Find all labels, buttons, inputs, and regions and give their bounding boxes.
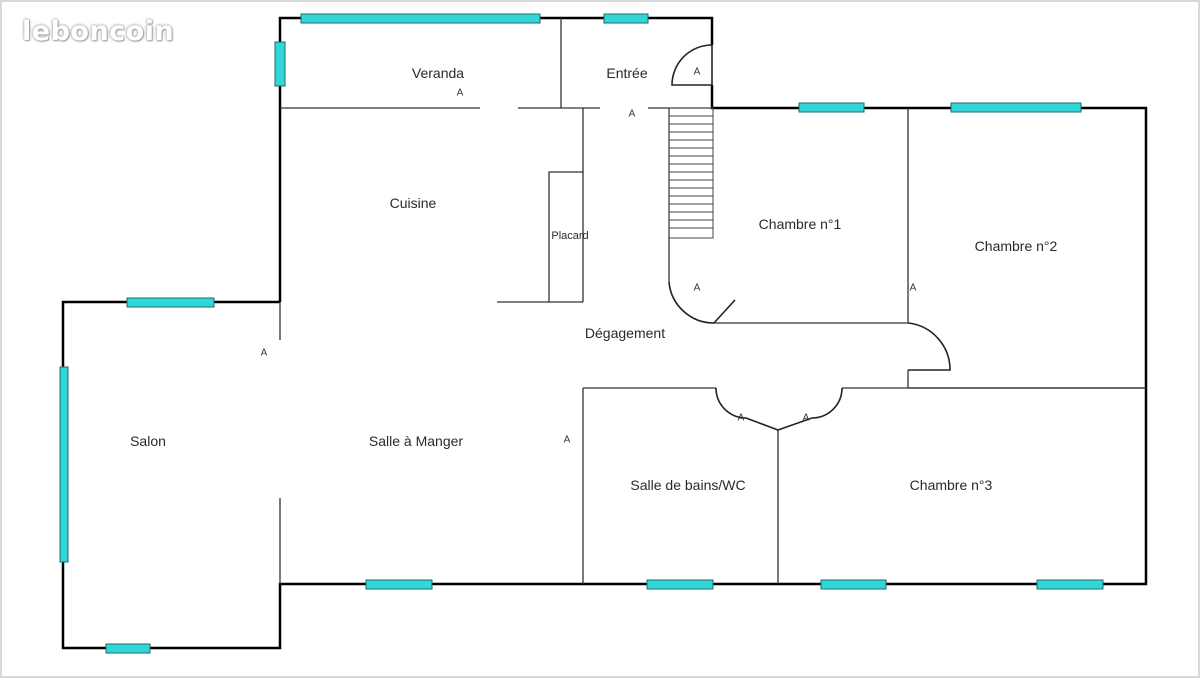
- room-label-salon: Salon: [130, 433, 166, 449]
- chambre1-door-swing: [668, 281, 715, 324]
- window-entree-top: [603, 13, 649, 24]
- door-marker-chambre2: A: [909, 282, 917, 294]
- room-label-salle-a-manger: Salle à Manger: [368, 433, 464, 449]
- chambre3-door-swing: [777, 387, 843, 431]
- door-marker-bathroom: A: [737, 412, 745, 424]
- leboncoin-logo: leboncoin: [22, 16, 175, 47]
- room-label-chambre2: Chambre n°2: [974, 238, 1058, 254]
- door-marker-salon: A: [260, 347, 268, 359]
- window-salon-bottom: [105, 643, 151, 654]
- windows: [59, 13, 1104, 654]
- window-chambre3-bottom-right: [1036, 579, 1104, 590]
- placard-outline: [548, 171, 583, 302]
- room-label-chambre3: Chambre n°3: [909, 477, 993, 493]
- room-label-degagement: Dégagement: [584, 325, 666, 341]
- window-chambre1-top: [798, 102, 865, 113]
- room-label-salle-de-bains: Salle de bains/WC: [630, 477, 746, 493]
- room-label-chambre1: Chambre n°1: [758, 216, 842, 232]
- door-marker-entree: A: [693, 66, 701, 78]
- door-marker-dining: A: [563, 434, 571, 446]
- window-veranda-left: [274, 41, 286, 87]
- room-label-entree: Entrée: [606, 65, 648, 81]
- window-chambre2-top: [950, 102, 1082, 113]
- window-salon-left: [59, 366, 69, 563]
- door-marker-chambre3: A: [802, 412, 810, 424]
- door-marker-chambre1: A: [693, 282, 701, 294]
- window-chambre3-bottom-left: [820, 579, 887, 590]
- window-veranda-top: [300, 13, 541, 24]
- staircase: [668, 107, 714, 239]
- window-salon-top: [126, 297, 215, 308]
- window-bathroom-bottom: [646, 579, 714, 590]
- wall-veranda-left-top: [278, 16, 714, 302]
- door-marker-veranda: A: [456, 87, 464, 99]
- window-dining-bottom: [365, 579, 433, 590]
- chambre2-door-swing: [907, 322, 951, 371]
- door-swings: [668, 44, 951, 431]
- room-label-placard: Placard: [551, 230, 589, 242]
- room-label-veranda: Veranda: [411, 65, 465, 81]
- room-label-cuisine: Cuisine: [389, 195, 437, 211]
- wall-entree-right: [61, 85, 1148, 650]
- entree-door-swing: [671, 44, 713, 86]
- bathroom-door-swing: [715, 387, 779, 431]
- door-marker-hall: A: [628, 108, 636, 120]
